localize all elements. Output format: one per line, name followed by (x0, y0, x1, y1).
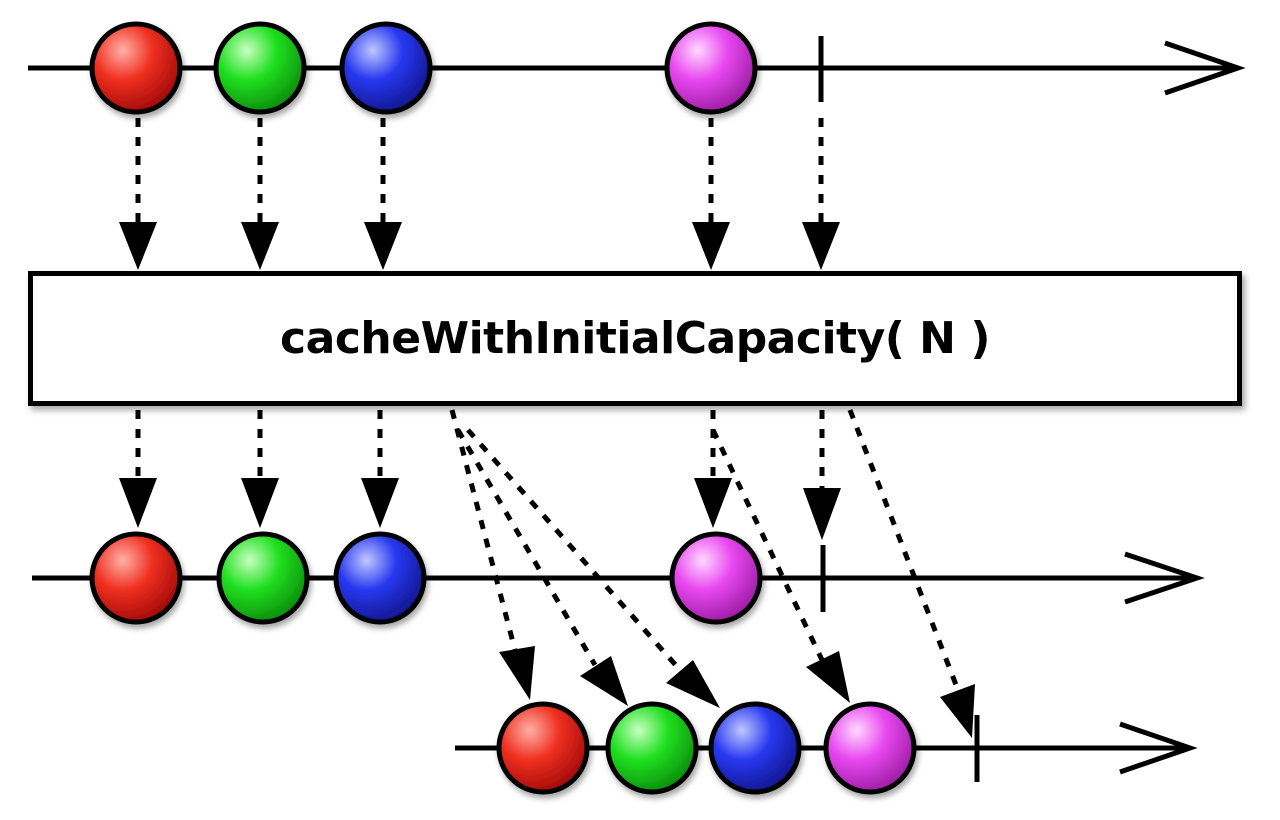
late-subscriber-arrowhead (1119, 721, 1198, 775)
first-subscriber-marble-red (89, 531, 183, 625)
input-arrowhead-magenta (692, 222, 730, 270)
replay-arrowhead-complete (940, 684, 975, 738)
replay-arrowhead-green (580, 656, 628, 706)
replay-arrowheads (499, 646, 975, 738)
source-marble-red (89, 21, 183, 115)
input-arrowhead-red (119, 222, 157, 270)
late-subscriber-marble-blue (708, 701, 802, 795)
first-subscriber-arrowhead (1124, 551, 1205, 605)
late-subscriber-marble-green (605, 701, 699, 795)
input-arrowhead-complete (802, 222, 840, 270)
source-timeline-arrowhead (1164, 40, 1246, 96)
source-timeline (28, 21, 1246, 115)
output-arrowhead-magenta (694, 478, 732, 528)
operator-box: cacheWithInitialCapacity( N ) (28, 271, 1242, 406)
output-arrowhead-green (241, 478, 279, 528)
output-arrows (135, 410, 825, 488)
replay-arrow-green (455, 428, 598, 667)
output-arrowhead-complete (803, 488, 841, 540)
input-arrowheads (119, 222, 840, 270)
replay-arrowhead-blue (666, 660, 720, 708)
source-marble-magenta (664, 21, 758, 115)
output-arrowhead-red (119, 478, 157, 528)
replay-arrow-blue (466, 428, 682, 672)
late-subscriber-marble-red (496, 701, 590, 795)
late-subscriber-timeline (455, 701, 1198, 795)
first-subscriber-marble-green (216, 531, 310, 625)
first-subscriber-marble-blue (333, 531, 427, 625)
operator-label: cacheWithInitialCapacity( N ) (280, 313, 990, 364)
source-marble-green (213, 21, 307, 115)
input-arrowhead-blue (364, 222, 402, 270)
output-arrowheads (119, 478, 841, 540)
first-subscriber-timeline (32, 531, 1205, 625)
output-arrowhead-blue (361, 478, 399, 528)
input-arrowhead-green (241, 222, 279, 270)
replay-arrowhead-red (499, 646, 535, 700)
first-subscriber-marble-magenta (669, 531, 763, 625)
replay-arrow-complete (847, 409, 961, 691)
replay-arrows (449, 409, 961, 691)
replay-arrow-red (449, 409, 518, 651)
source-marble-blue (339, 21, 433, 115)
input-arrows (135, 118, 824, 222)
replay-arrow-magenta (710, 428, 825, 662)
replay-arrowhead-magenta (806, 651, 850, 703)
late-subscriber-marble-magenta (823, 701, 917, 795)
